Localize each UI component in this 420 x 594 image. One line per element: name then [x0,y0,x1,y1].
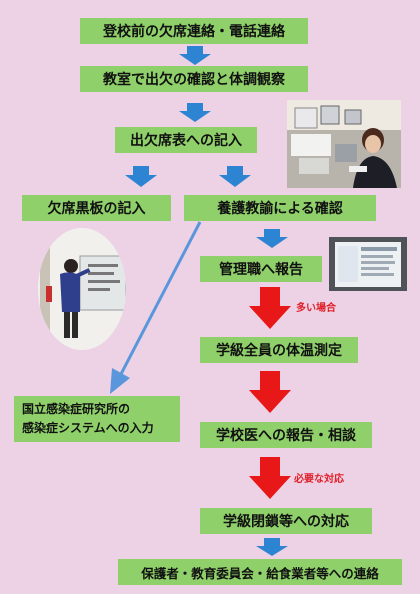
blue-down-arrow-right [219,166,251,187]
step-school-doctor-label: 学校医への報告・相談 [216,428,356,444]
step-attendance-sheet: 出欠席表への記入 [115,127,257,153]
note-many-cases: 多い場合 [296,303,336,314]
step-classroom-check: 教室で出欠の確認と体調観察 [80,66,308,92]
red-down-arrow-3 [249,457,291,499]
step-school-doctor: 学校医への報告・相談 [200,422,372,448]
step-class-closure: 学級閉鎖等への対応 [200,508,372,534]
blackboard-photo [38,228,126,350]
step-absence-board: 欠席黒板の記入 [22,195,171,221]
blue-down-arrow-1 [179,46,211,65]
step-infection-system: 国立感染症研究所の 感染症システムへの入力 [14,396,180,442]
step-report-management: 管理職へ報告 [200,256,322,282]
blue-down-arrow-2 [179,103,211,122]
step-contact-parents: 保護者・教育委員会・給食業者等への連絡 [118,559,402,585]
blue-down-arrow-left [125,166,157,187]
step-absence-call-label: 登校前の欠席連絡・電話連絡 [103,24,285,40]
report-document-photo [329,237,407,291]
step-infection-system-line2: 感染症システムへの入力 [22,421,154,435]
step-contact-parents-label: 保護者・教育委員会・給食業者等への連絡 [141,565,379,581]
step-absence-board-label: 欠席黒板の記入 [47,201,146,217]
step-class-temperature-label: 学級全員の体温測定 [216,343,342,359]
step-classroom-check-label: 教室で出欠の確認と体調観察 [103,72,285,88]
red-down-arrow-1 [249,287,291,329]
step-absence-call: 登校前の欠席連絡・電話連絡 [80,18,308,44]
step-class-temperature: 学級全員の体温測定 [200,337,358,363]
step-nurse-check-label: 養護教諭による確認 [217,201,343,217]
red-down-arrow-2 [249,371,291,413]
step-report-management-label: 管理職へ報告 [219,262,303,278]
blue-diagonal-arrow [110,221,202,394]
step-nurse-check: 養護教諭による確認 [184,195,376,221]
blue-down-arrow-3 [256,229,288,248]
office-photo [287,100,401,188]
blue-down-arrow-4 [256,538,288,556]
step-class-closure-label: 学級閉鎖等への対応 [223,514,349,530]
note-necessary-response: 必要な対応 [294,474,344,485]
step-infection-system-line1: 国立感染症研究所の [22,402,131,416]
step-attendance-sheet-label: 出欠席表への記入 [130,133,242,149]
